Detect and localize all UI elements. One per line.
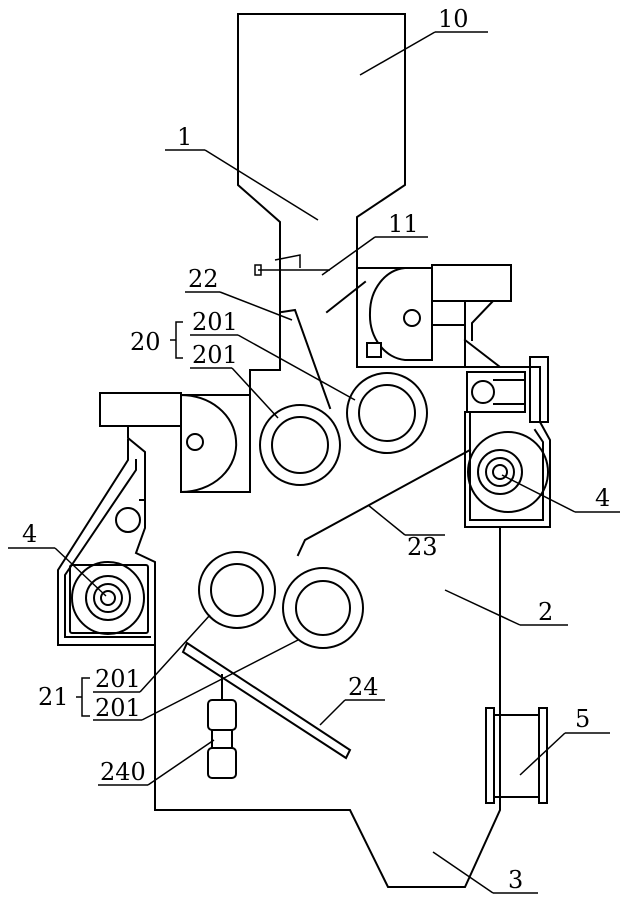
label-outlet-3: 3 xyxy=(508,866,523,894)
label-guide-22: 22 xyxy=(188,265,219,293)
guide-plate-23 xyxy=(298,450,470,555)
label-roller-201-a: 201 xyxy=(192,308,238,336)
chute-guide-plate xyxy=(327,282,365,312)
left-roller-unit xyxy=(100,393,250,492)
roller-group-21 xyxy=(199,552,363,648)
label-motor-left: 4 xyxy=(22,520,37,548)
label-group-20: 20 xyxy=(130,328,161,356)
label-motor-240: 240 xyxy=(100,758,146,786)
label-roller-201-d: 201 xyxy=(95,694,141,722)
label-chute-guide: 11 xyxy=(388,210,419,238)
guide-plate-22 xyxy=(282,310,330,408)
side-port-5 xyxy=(486,708,547,803)
screen-plate-24 xyxy=(183,643,350,758)
vibration-motor-240 xyxy=(208,675,236,778)
label-group-21: 21 xyxy=(38,683,69,711)
label-body-upper: 1 xyxy=(177,123,192,151)
roller-group-20 xyxy=(260,373,427,485)
label-roller-201-c: 201 xyxy=(95,665,141,693)
machine-housing xyxy=(128,255,500,887)
reference-labels: 10 1 11 22 20 201 201 4 4 23 2 21 201 20… xyxy=(22,5,610,894)
label-motor-right: 4 xyxy=(595,484,610,512)
label-guide-23: 23 xyxy=(407,533,438,561)
group-brackets xyxy=(76,322,183,716)
label-roller-201-b: 201 xyxy=(192,341,238,369)
upper-right-roller-unit xyxy=(357,265,511,360)
label-screen-24: 24 xyxy=(348,673,379,701)
right-side-frame xyxy=(465,325,550,527)
label-hopper: 10 xyxy=(438,5,469,33)
label-port-5: 5 xyxy=(575,705,590,733)
feeder-arm xyxy=(255,255,330,275)
hopper xyxy=(238,14,405,265)
label-chamber-2: 2 xyxy=(538,598,553,626)
